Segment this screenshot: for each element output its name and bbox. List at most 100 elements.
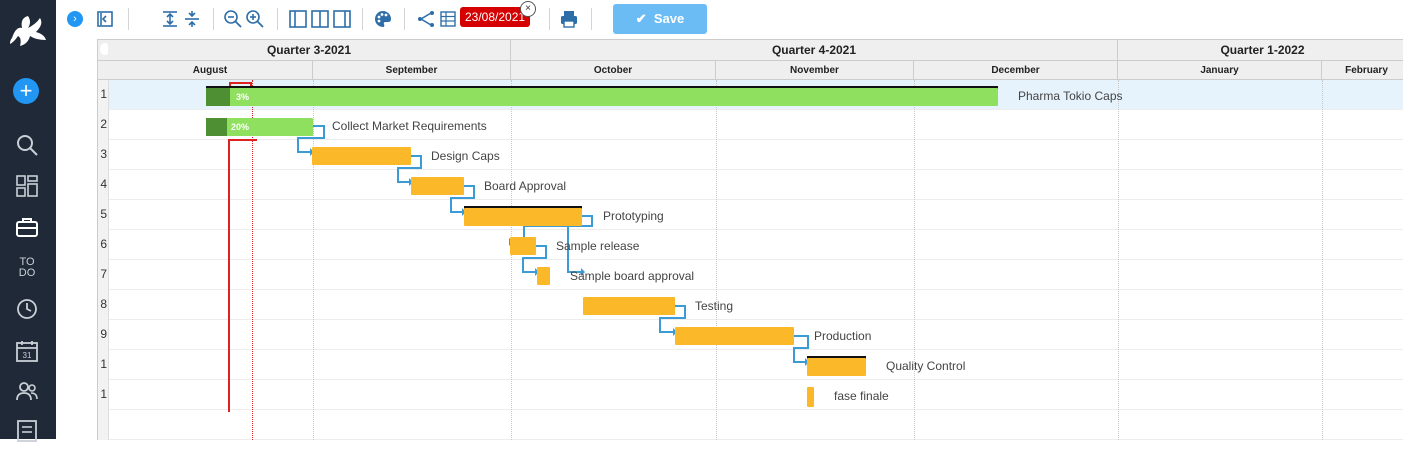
- palette-icon[interactable]: [373, 9, 393, 29]
- toolbar-separator: [549, 8, 550, 30]
- row-number: 9: [100, 327, 107, 341]
- task-progress: [206, 118, 227, 136]
- summary-bracket: [206, 86, 998, 89]
- dependencies-icon[interactable]: [416, 9, 436, 29]
- toolbar-separator: [404, 8, 405, 30]
- month-gridline: [1322, 80, 1323, 440]
- month-header: August: [108, 61, 313, 80]
- month-header: December: [914, 61, 1118, 80]
- layout-right-icon[interactable]: [332, 9, 352, 29]
- progress-label: 3%: [236, 92, 250, 102]
- row-number: 8: [100, 297, 107, 311]
- gantt-row[interactable]: [108, 320, 1403, 350]
- svg-text:31: 31: [23, 351, 32, 360]
- month-gridline: [313, 80, 314, 440]
- expand-all-icon[interactable]: [160, 9, 180, 29]
- quarter-header: Quarter 4-2021: [511, 40, 1118, 61]
- gantt-row[interactable]: [108, 380, 1403, 410]
- row-number: 1: [100, 87, 107, 101]
- quarter-header: Quarter 1-2022: [1118, 40, 1403, 61]
- app-logo-icon[interactable]: [6, 8, 50, 52]
- task-bar[interactable]: [510, 237, 536, 255]
- row-number: 1: [100, 387, 107, 401]
- quarter-header: Quarter 3-2021: [108, 40, 511, 61]
- month-header: October: [511, 61, 716, 80]
- gantt-row[interactable]: [108, 410, 1403, 440]
- task-bar[interactable]: [675, 327, 794, 345]
- task-bar-summary[interactable]: 3%: [206, 88, 998, 106]
- task-label: Testing: [695, 299, 734, 313]
- print-icon[interactable]: [559, 9, 579, 29]
- grid-table-icon[interactable]: [438, 9, 458, 29]
- gantt-row[interactable]: [108, 260, 1403, 290]
- row-number: 3: [100, 147, 107, 161]
- summary-bracket: [807, 356, 866, 359]
- gantt-row[interactable]: [108, 170, 1403, 200]
- gantt-row[interactable]: [108, 230, 1403, 260]
- gantt-row[interactable]: [108, 200, 1403, 230]
- save-label: Save: [653, 11, 685, 26]
- check-icon: ✔: [635, 11, 647, 26]
- task-bar[interactable]: [807, 387, 814, 407]
- task-bar[interactable]: [583, 297, 675, 315]
- gantt-row[interactable]: [108, 290, 1403, 320]
- month-header: November: [716, 61, 914, 80]
- notes-icon[interactable]: [14, 418, 40, 444]
- progress-label: 20%: [231, 122, 250, 132]
- task-label: Collect Market Requirements: [332, 119, 487, 133]
- zoom-out-icon[interactable]: [223, 9, 243, 29]
- task-label: Sample release: [556, 239, 640, 253]
- users-icon[interactable]: [14, 378, 40, 404]
- add-button[interactable]: +: [13, 78, 39, 104]
- layout-split-icon[interactable]: [310, 9, 330, 29]
- month-header: February: [1322, 61, 1403, 80]
- task-bar[interactable]: 20%: [206, 118, 313, 136]
- row-number: 6: [100, 237, 107, 251]
- task-label: Prototyping: [603, 209, 664, 223]
- toolbar: 23/08/2021 × ✔ Save: [90, 0, 1403, 38]
- month-gridline: [511, 80, 512, 440]
- layout-left-icon[interactable]: [288, 9, 308, 29]
- task-label: Production: [814, 329, 872, 343]
- row-number-column: 1 2 3 4 5 6 7 8 9 1 1: [98, 80, 109, 440]
- gantt-row[interactable]: [108, 110, 1403, 140]
- row-number: 7: [100, 267, 107, 281]
- search-icon[interactable]: [14, 132, 40, 158]
- task-progress: [206, 88, 230, 106]
- briefcase-icon[interactable]: [14, 214, 40, 240]
- month-gridline: [716, 80, 717, 440]
- task-label: Quality Control: [886, 359, 966, 373]
- zoom-in-icon[interactable]: [245, 9, 265, 29]
- gantt-row[interactable]: [108, 140, 1403, 170]
- row-number: 2: [100, 117, 107, 131]
- clear-date-icon[interactable]: ×: [520, 1, 536, 17]
- month-gridline: [914, 80, 915, 440]
- task-bar[interactable]: [411, 177, 464, 195]
- collapse-panel-icon[interactable]: [95, 9, 115, 29]
- current-date-badge[interactable]: 23/08/2021: [460, 7, 531, 27]
- collapse-all-icon[interactable]: [182, 9, 202, 29]
- month-header: September: [313, 61, 511, 80]
- toolbar-separator: [213, 8, 214, 30]
- task-bar[interactable]: [537, 267, 550, 285]
- save-button[interactable]: ✔ Save: [613, 4, 707, 34]
- calendar-icon[interactable]: 31: [14, 338, 40, 364]
- dashboard-icon[interactable]: [14, 173, 40, 199]
- toolbar-separator: [128, 8, 129, 30]
- month-header: January: [1118, 61, 1322, 80]
- gantt-row[interactable]: [108, 350, 1403, 380]
- task-bar[interactable]: [807, 358, 866, 376]
- task-bar[interactable]: [464, 208, 582, 226]
- expand-panel-button[interactable]: ›: [67, 11, 83, 27]
- row-number: 4: [100, 177, 107, 191]
- gantt-collapse-icon[interactable]: [100, 43, 110, 55]
- clock-icon[interactable]: [14, 296, 40, 322]
- task-label: fase finale: [834, 389, 889, 403]
- gantt-chart: » Quarter 3-2021 Quarter 4-2021 Quarter …: [97, 39, 1403, 440]
- row-number: 1: [100, 357, 107, 371]
- task-bar[interactable]: [312, 147, 411, 165]
- task-label: Board Approval: [484, 179, 567, 193]
- summary-bracket: [464, 206, 582, 209]
